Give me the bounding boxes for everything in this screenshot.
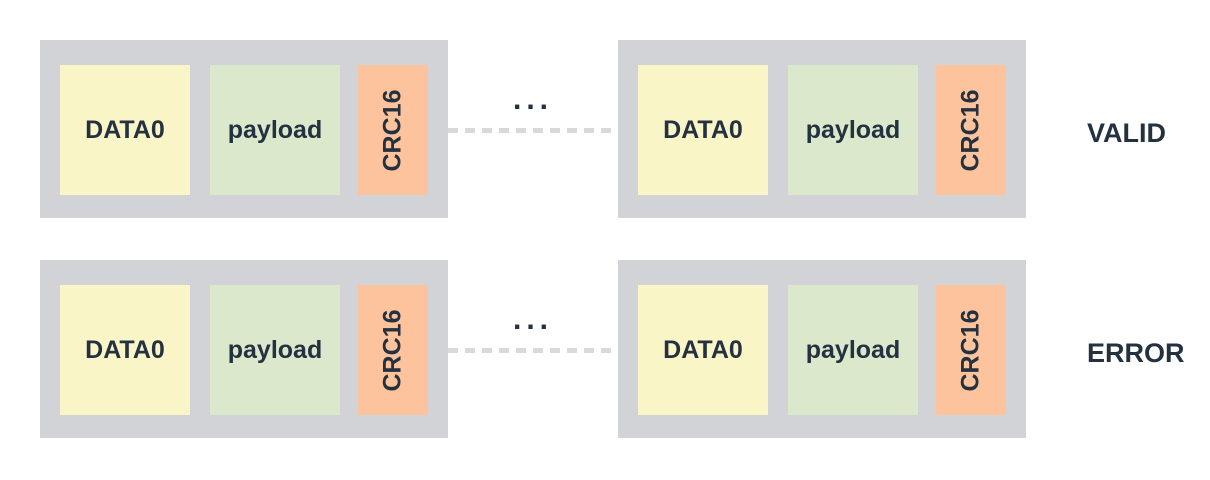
field-label: payload: [805, 115, 901, 144]
field-label: payload: [227, 115, 323, 144]
field-crc16: CRC16: [936, 285, 1006, 415]
ellipsis: ...: [512, 303, 553, 336]
packet-frame: DATA0 payload CRC16: [618, 260, 1026, 438]
packet-frame: DATA0 payload CRC16: [618, 40, 1026, 218]
field-data0: DATA0: [60, 65, 190, 195]
field-label: payload: [805, 335, 901, 364]
dashed-connector: [448, 348, 618, 353]
field-label: CRC16: [956, 89, 985, 171]
field-label: DATA0: [85, 115, 165, 144]
field-label: CRC16: [378, 309, 407, 391]
field-crc16: CRC16: [358, 285, 428, 415]
field-payload: payload: [788, 285, 918, 415]
row-label-valid: VALID: [1087, 118, 1166, 148]
packet-frame: DATA0 payload CRC16: [40, 40, 448, 218]
field-payload: payload: [210, 285, 340, 415]
field-data0: DATA0: [638, 65, 768, 195]
field-data0: DATA0: [638, 285, 768, 415]
field-label: CRC16: [378, 89, 407, 171]
field-payload: payload: [210, 65, 340, 195]
field-crc16: CRC16: [358, 65, 428, 195]
field-data0: DATA0: [60, 285, 190, 415]
field-label: payload: [227, 335, 323, 364]
field-label: CRC16: [956, 309, 985, 391]
ellipsis: ...: [512, 83, 553, 116]
field-label: DATA0: [663, 115, 743, 144]
field-payload: payload: [788, 65, 918, 195]
row-label-error: ERROR: [1087, 338, 1185, 368]
dashed-connector: [448, 128, 618, 133]
field-crc16: CRC16: [936, 65, 1006, 195]
field-label: DATA0: [85, 335, 165, 364]
packet-frame: DATA0 payload CRC16: [40, 260, 448, 438]
field-label: DATA0: [663, 335, 743, 364]
